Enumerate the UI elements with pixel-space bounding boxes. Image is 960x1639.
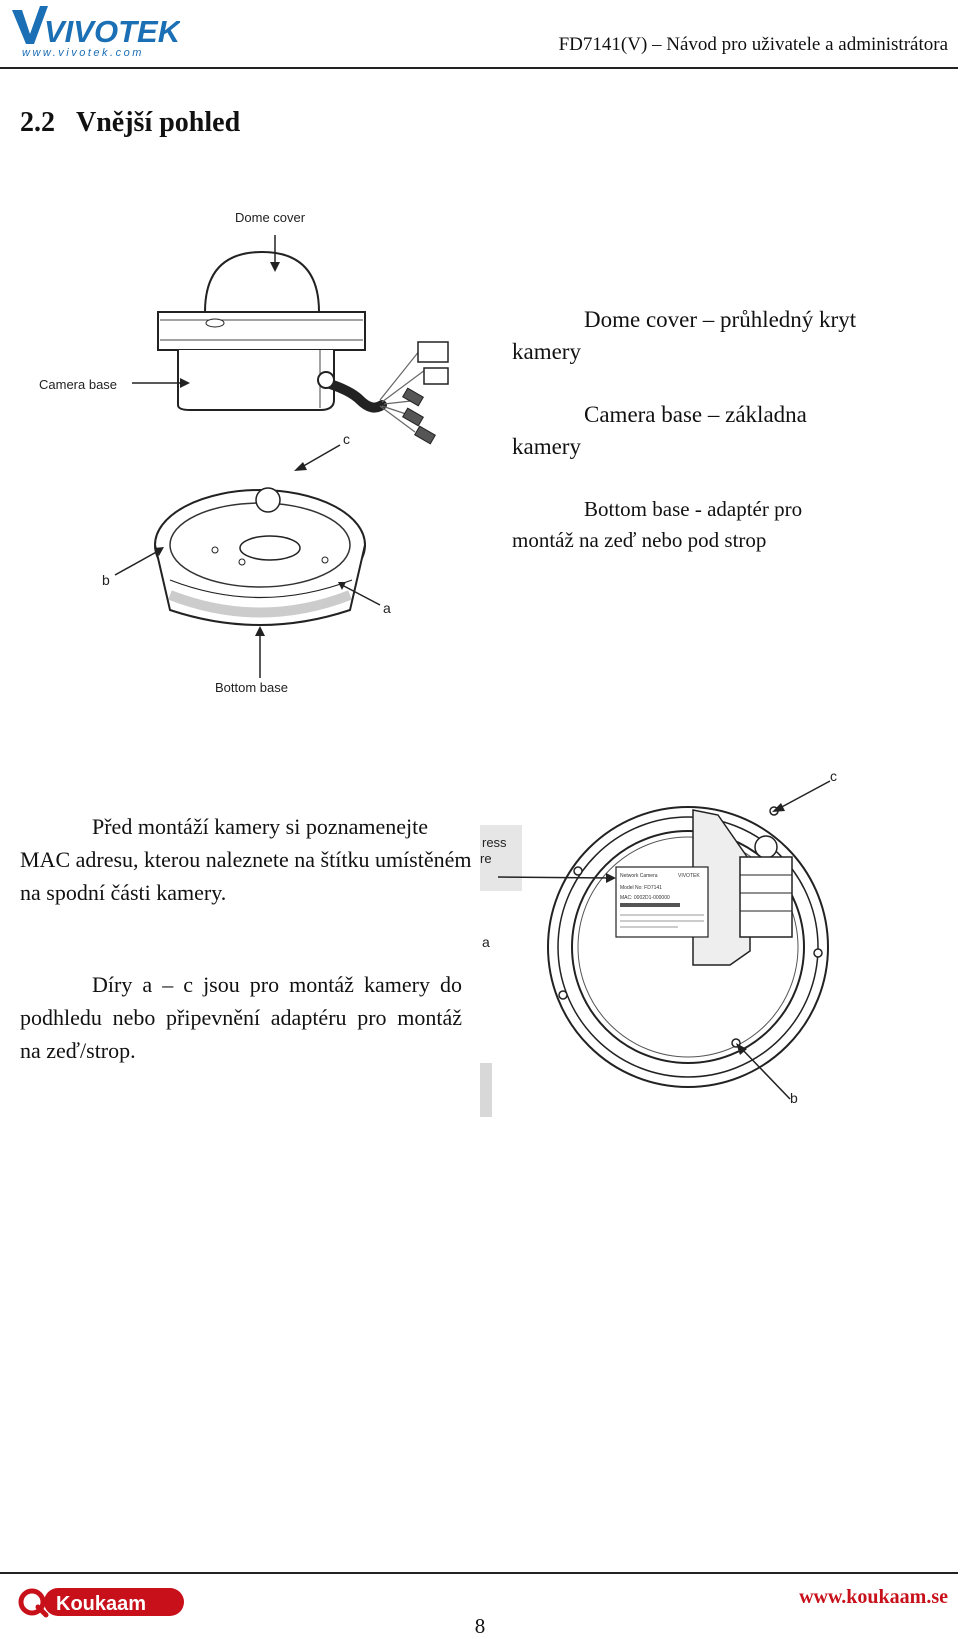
label-b: b: [102, 572, 110, 588]
section-heading: 2.2 Vnější pohled: [20, 107, 240, 139]
label-b-bottom: b: [790, 1090, 798, 1106]
sticker-model: Model No: FD7141: [620, 885, 662, 891]
description-camera-base-rest: kamery: [512, 434, 581, 459]
holes-note-text: Díry a – c jsou pro montáž kamery do pod…: [20, 972, 462, 1063]
sticker-title: Network Camera: [620, 873, 658, 879]
label-c: c: [343, 431, 350, 447]
description-camera-base: Camera base – základna kamery: [512, 399, 912, 463]
cut-text-ress: ress: [482, 835, 507, 850]
camera-underside-figure: ress re Network Camera VIVOTEK Model No:…: [478, 765, 858, 1125]
camera-exploded-figure: Dome cover Camera base c b a Bottom base: [20, 200, 490, 720]
cut-text-re: re: [480, 851, 492, 866]
label-c-bottom: c: [830, 768, 837, 784]
footer-divider: [0, 1572, 958, 1574]
mac-note-paragraph: Před montáží kamery si poznamenejte MAC …: [20, 810, 482, 909]
mac-note-text: Před montáží kamery si poznamenejte MAC …: [20, 814, 472, 905]
label-a: a: [383, 600, 391, 616]
description-dome-cover: Dome cover – průhledný kryt kamery: [512, 304, 912, 368]
description-dome-cover-rest: kamery: [512, 339, 581, 364]
description-bottom-base-rest: montáž na zeď nebo pod strop: [512, 528, 767, 552]
footer-url[interactable]: www.koukaam.se: [799, 1586, 948, 1608]
sticker-brand: VIVOTEK: [678, 873, 700, 879]
koukaam-brand-text: Koukaam: [56, 1593, 146, 1615]
section-title-text: Vnější pohled: [76, 107, 241, 138]
description-dome-cover-first: Dome cover – průhledný kryt: [584, 307, 857, 332]
description-bottom-base-first: Bottom base - adaptér pro: [584, 497, 803, 521]
koukaam-logo: Koukaam: [18, 1582, 193, 1622]
vivotek-logo: VIVOTEK www.vivotek.com: [10, 4, 183, 60]
vivotek-brand-text: VIVOTEK: [44, 14, 180, 49]
sticker-mac: MAC: 0002D1-000000: [620, 895, 670, 901]
vivotek-url-text: www.vivotek.com: [22, 47, 144, 59]
label-a-bottom: a: [482, 934, 490, 950]
section-number: 2.2: [20, 107, 55, 138]
holes-note-paragraph: Díry a – c jsou pro montáž kamery do pod…: [20, 968, 462, 1067]
document-title: FD7141(V) – Návod pro uživatele a admini…: [558, 34, 948, 55]
description-bottom-base: Bottom base - adaptér pro montáž na zeď …: [512, 494, 912, 556]
header-divider: [0, 67, 958, 69]
description-camera-base-first: Camera base – základna: [584, 402, 807, 427]
label-camera-base: Camera base: [39, 377, 117, 392]
label-bottom-base: Bottom base: [215, 680, 288, 695]
label-dome-cover: Dome cover: [235, 210, 306, 225]
page-number: 8: [474, 1614, 486, 1638]
